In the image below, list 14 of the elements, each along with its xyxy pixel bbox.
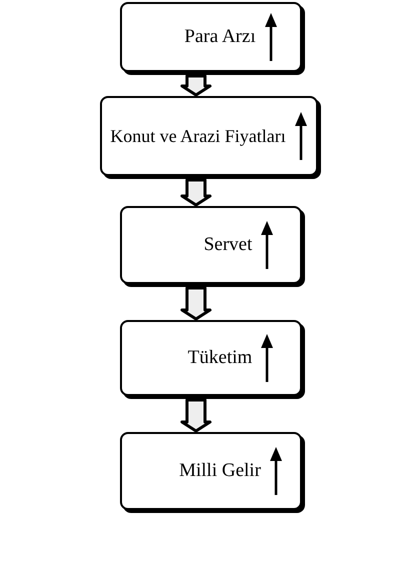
box-label: Konut ve Arazi Fiyatları bbox=[110, 124, 286, 148]
process-box bbox=[120, 320, 302, 396]
box-label: Para Arzı bbox=[184, 25, 256, 49]
box-label: Milli Gelir bbox=[179, 459, 261, 483]
block-arrow bbox=[180, 286, 212, 320]
block-arrow bbox=[180, 74, 212, 96]
block-arrow bbox=[180, 398, 212, 432]
process-box bbox=[120, 2, 302, 72]
process-box bbox=[120, 206, 302, 284]
box-label: Servet bbox=[204, 233, 252, 257]
process-box bbox=[120, 432, 302, 510]
box-label: Tüketim bbox=[188, 346, 252, 370]
block-arrow bbox=[180, 178, 212, 206]
process-box bbox=[100, 96, 318, 176]
